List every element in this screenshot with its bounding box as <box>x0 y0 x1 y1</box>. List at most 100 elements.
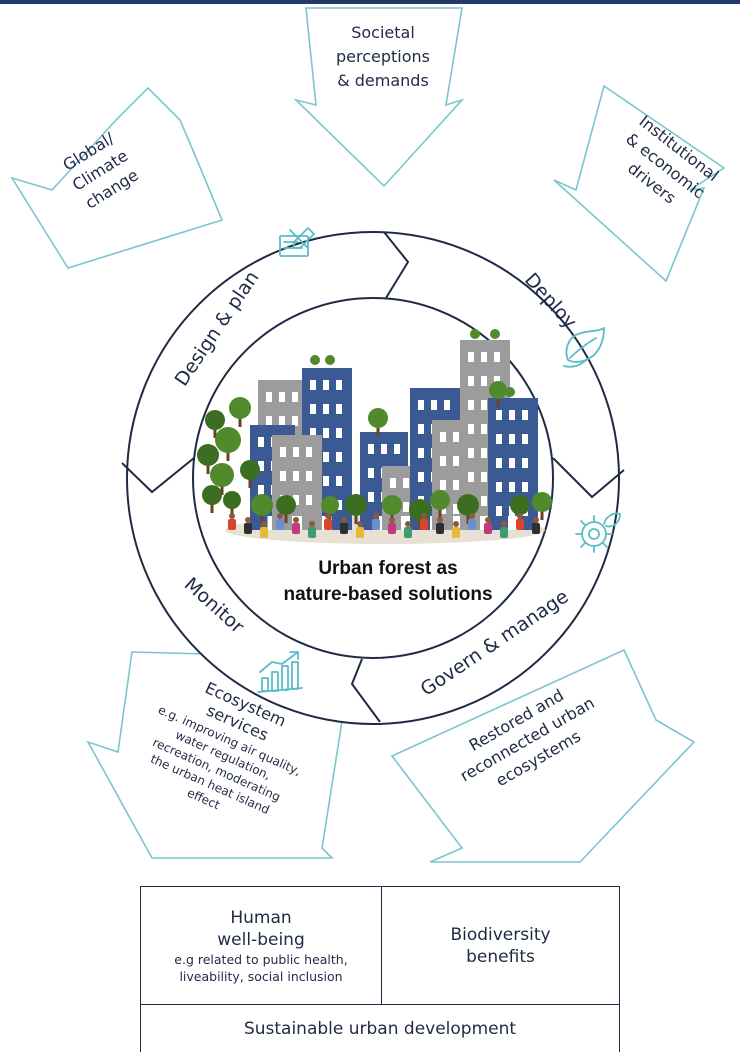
building-window <box>323 428 329 438</box>
svg-text:& demands: & demands <box>337 71 429 90</box>
building-window <box>468 376 474 386</box>
building-window <box>394 444 400 454</box>
person-head <box>293 517 299 523</box>
tree-trunk <box>206 464 210 474</box>
building-window <box>310 380 316 390</box>
rooftop-plant <box>325 355 335 365</box>
building-window <box>496 458 502 468</box>
tree <box>215 427 241 453</box>
rooftop-plant <box>490 329 500 339</box>
person-body <box>244 523 252 534</box>
tree <box>382 495 402 515</box>
building-window <box>522 482 528 492</box>
building-window <box>323 404 329 414</box>
building-window <box>336 476 342 486</box>
person-body <box>404 527 412 538</box>
design-plan-icon <box>279 227 315 257</box>
building-window <box>306 471 312 481</box>
divider-left <box>121 457 195 494</box>
tree <box>489 381 507 399</box>
building-window <box>403 502 409 512</box>
building-window <box>468 352 474 362</box>
urban-forest-illustration <box>197 329 552 544</box>
building-window <box>279 416 285 426</box>
building-window <box>440 432 446 442</box>
arrow-societal <box>293 7 465 188</box>
person-head <box>469 513 475 519</box>
person-head <box>389 517 395 523</box>
building-door <box>480 516 490 530</box>
building-window <box>496 410 502 420</box>
building-window <box>453 480 459 490</box>
building-window <box>336 380 342 390</box>
tree-trunk <box>466 514 470 524</box>
tree <box>368 408 388 428</box>
building-window <box>403 478 409 488</box>
building-window <box>368 444 374 454</box>
divider-top <box>383 231 410 299</box>
person-head <box>261 521 267 527</box>
rooftop-plant <box>505 387 515 397</box>
building-window <box>522 458 528 468</box>
building-window <box>336 452 342 462</box>
tree <box>229 397 251 419</box>
building-window <box>293 471 299 481</box>
rooftop-plant <box>470 329 480 339</box>
tree <box>345 494 367 516</box>
tree <box>532 492 552 512</box>
tree <box>202 485 222 505</box>
building-window <box>390 478 396 488</box>
building-window <box>306 447 312 457</box>
arrow-restored-ecosystems <box>390 648 696 863</box>
building-window <box>481 472 487 482</box>
building-window <box>279 392 285 402</box>
building-window <box>418 424 424 434</box>
tree-trunk <box>238 417 242 427</box>
person-head <box>245 517 251 523</box>
building-window <box>336 428 342 438</box>
tree <box>457 494 479 516</box>
person-body <box>436 523 444 534</box>
building-door <box>508 516 518 530</box>
building-window <box>468 472 474 482</box>
building-window <box>509 410 515 420</box>
person-head <box>485 517 491 523</box>
building-window <box>306 495 312 505</box>
center-label: Urban forest as nature-based solutions <box>283 558 492 605</box>
outcomes-table: Human well-being e.g related to public h… <box>140 886 620 1052</box>
building-window <box>323 476 329 486</box>
building-window <box>293 447 299 457</box>
tree <box>251 494 273 516</box>
building-window <box>496 506 502 516</box>
person-head <box>453 521 459 527</box>
govern-gear-leaf-icon <box>575 512 621 553</box>
tree-trunk <box>376 426 380 436</box>
tree <box>240 460 260 480</box>
building-window <box>481 448 487 458</box>
person-head <box>533 517 539 523</box>
building-window <box>509 434 515 444</box>
top-bar <box>0 0 740 4</box>
arrow-institutional <box>553 84 726 283</box>
cycle-ring-inner <box>192 297 554 659</box>
person-body <box>228 519 236 530</box>
building-window <box>481 424 487 434</box>
person-body <box>356 527 364 538</box>
person-body <box>324 519 332 530</box>
person-body <box>340 523 348 534</box>
building-window <box>431 400 437 410</box>
tree <box>223 491 241 509</box>
svg-text:perceptions: perceptions <box>336 47 430 66</box>
building-window <box>381 444 387 454</box>
building-window <box>522 434 528 444</box>
building-window <box>368 468 374 478</box>
building-window <box>496 482 502 492</box>
cycle-ring-outer <box>126 231 620 725</box>
building-window <box>418 400 424 410</box>
building-window <box>258 485 264 495</box>
tree <box>510 495 530 515</box>
monitor-chart-icon <box>257 651 303 693</box>
svg-text:Societal: Societal <box>351 23 415 42</box>
person-body <box>500 527 508 538</box>
svg-text:Urban forest as: Urban forest as <box>318 558 457 579</box>
